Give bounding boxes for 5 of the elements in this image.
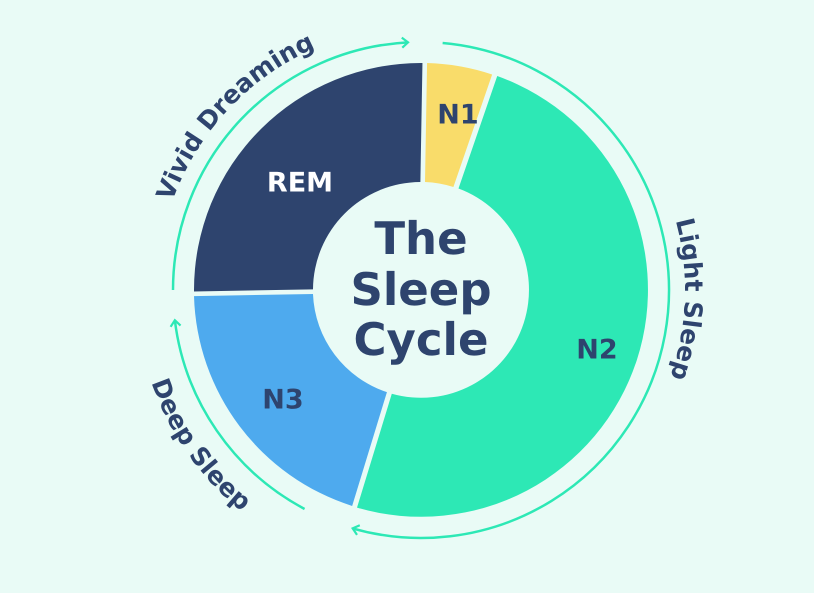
stage-label: N2 [576, 334, 618, 366]
stage-label: N3 [262, 384, 304, 416]
diagram-heading: The Sleep Cycle [349, 214, 493, 366]
cycle-segment [425, 63, 493, 188]
stage-label: N1 [437, 99, 479, 130]
